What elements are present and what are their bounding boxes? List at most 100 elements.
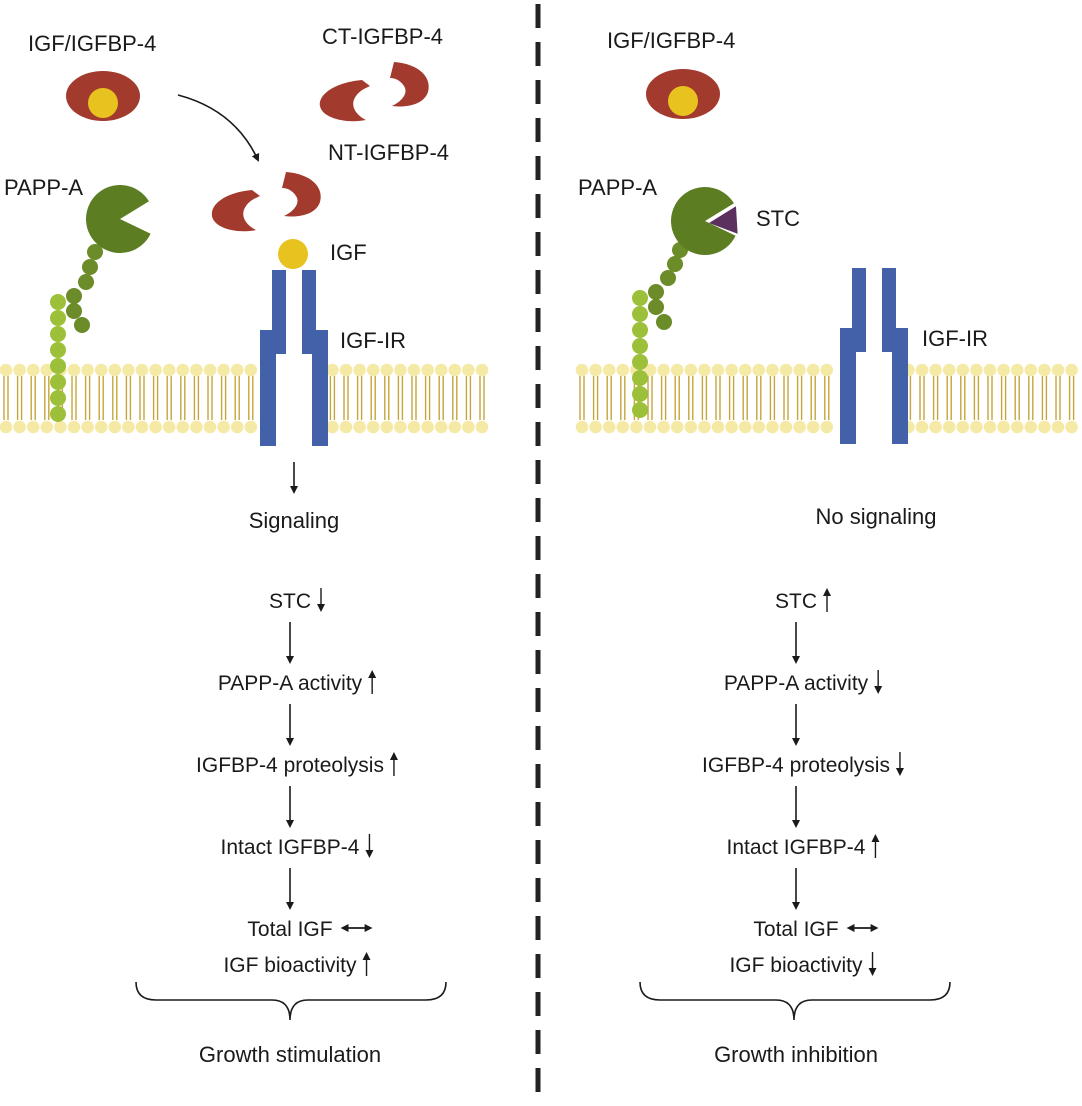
receptor-alpha-beta-left	[260, 270, 286, 446]
lipid-head	[956, 420, 970, 434]
right-pappa-label: PAPP-A	[578, 175, 657, 200]
receptor-alpha-beta-right	[882, 268, 908, 444]
lipid-head	[1065, 420, 1078, 434]
lipid-head	[380, 363, 394, 377]
pappa-domain-light	[632, 290, 648, 306]
lipid-head	[643, 363, 657, 377]
lipid-head	[575, 420, 589, 434]
lipid-head	[122, 363, 135, 377]
lipid-head	[657, 363, 670, 377]
lipid-head	[684, 363, 698, 377]
lipid-head	[94, 420, 108, 434]
lipid-head	[462, 363, 475, 377]
lipid-head	[434, 363, 448, 377]
lipid-head	[217, 420, 230, 434]
lipid-head	[339, 420, 353, 434]
pappa-domain-dark	[660, 270, 676, 286]
lipid-head	[1010, 420, 1024, 434]
flow-step-label: Total IGF	[247, 918, 332, 941]
ct-nt-fragments-bottom	[211, 172, 321, 232]
pappa-left	[50, 185, 151, 422]
lipid-head	[698, 363, 711, 377]
lipid-head	[40, 363, 54, 377]
lipid-head	[394, 420, 407, 434]
receptor-alpha-beta-right	[302, 270, 328, 446]
stc-label: STC	[756, 206, 800, 231]
lipid-head	[684, 420, 698, 434]
lipid-head	[353, 363, 366, 377]
pappa-domain-light	[632, 338, 648, 354]
lipid-head	[983, 420, 997, 434]
lipid-head	[997, 363, 1010, 377]
lipid-head	[670, 363, 684, 377]
nt-fragment	[211, 190, 260, 232]
lipid-head	[793, 363, 806, 377]
flow-step-label: IGFBP-4 proteolysis	[702, 754, 890, 777]
lipid-head	[970, 420, 983, 434]
lipid-head	[13, 363, 26, 377]
lipid-head	[380, 420, 394, 434]
flow-step-label: IGF bioactivity	[729, 954, 863, 977]
lipid-head	[26, 363, 40, 377]
lipid-head	[394, 363, 407, 377]
lipid-head	[575, 363, 589, 377]
nt-fragment	[319, 80, 370, 122]
pappa-domain-light	[632, 386, 648, 402]
lipid-head	[339, 363, 353, 377]
pappa-domain-light	[50, 342, 66, 358]
lipid-head	[602, 420, 616, 434]
lipid-head	[190, 420, 203, 434]
lipid-head	[244, 363, 258, 377]
lipid-head	[203, 420, 217, 434]
lipid-head	[820, 420, 834, 434]
pappa-domain-dark	[648, 284, 664, 300]
stc-inhibitor	[709, 206, 738, 234]
flow-step-label: Intact IGFBP-4	[221, 836, 360, 859]
lipid-head	[122, 420, 135, 434]
lipid-head	[725, 420, 738, 434]
free-igf	[278, 239, 308, 269]
pappa-domain-light	[632, 354, 648, 370]
lipid-head	[326, 420, 339, 434]
lipid-head	[326, 363, 339, 377]
pappa-domain-dark	[66, 303, 82, 319]
flow-step-label: Total IGF	[753, 918, 838, 941]
igf-label: IGF	[330, 240, 367, 265]
no-signaling-label: No signaling	[815, 504, 936, 529]
pappa-domain-light	[50, 294, 66, 310]
lipid-head	[448, 363, 462, 377]
lipid-head	[956, 363, 970, 377]
lipid-head	[1051, 363, 1065, 377]
lipid-head	[162, 363, 176, 377]
pappa-domain-dark	[656, 314, 672, 330]
lipid-head	[806, 363, 820, 377]
pappa-right	[632, 187, 738, 418]
lipid-head	[929, 363, 942, 377]
pappa-protease-head	[86, 185, 151, 254]
lipid-head	[421, 420, 434, 434]
lipid-head	[40, 420, 54, 434]
lipid-head	[766, 420, 779, 434]
right-receptor-label: IGF-IR	[922, 326, 988, 351]
left-brace	[135, 981, 447, 1021]
lipid-head	[407, 420, 421, 434]
lipid-head	[752, 420, 766, 434]
ct-fragment	[390, 62, 429, 107]
pappa-domain-dark	[87, 244, 103, 260]
lipid-head	[1038, 420, 1051, 434]
lipid-head	[176, 363, 190, 377]
pappa-domain-light	[632, 306, 648, 322]
lipid-head	[0, 420, 13, 434]
igf-ball	[668, 86, 698, 116]
lipid-head	[149, 420, 162, 434]
lipid-head	[616, 363, 630, 377]
lipid-head	[657, 420, 670, 434]
igf-ball	[88, 88, 118, 118]
pappa-domain-light	[50, 326, 66, 342]
lipid-head	[434, 420, 448, 434]
lipid-head	[643, 420, 657, 434]
flow-step-label: Intact IGFBP-4	[727, 836, 866, 859]
lipid-head	[67, 420, 81, 434]
